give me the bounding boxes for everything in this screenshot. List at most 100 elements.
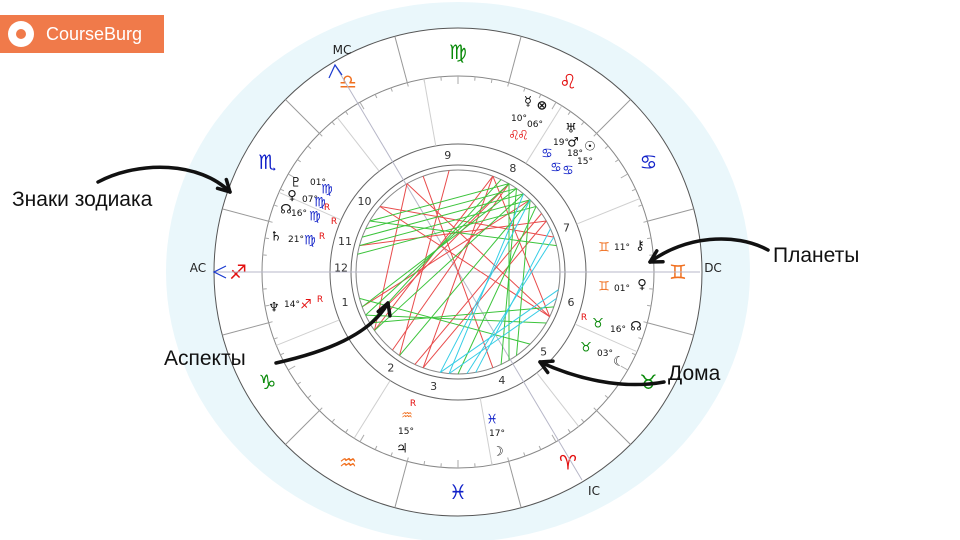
degree-tick bbox=[551, 102, 557, 110]
zodiac-sign-glyph: ♏ bbox=[259, 150, 277, 174]
degree-tick bbox=[297, 159, 302, 163]
degree-tick bbox=[390, 87, 393, 92]
degree-tick bbox=[406, 82, 409, 87]
zodiac-sign-glyph: ♓ bbox=[449, 480, 467, 504]
house-number: 2 bbox=[387, 361, 394, 374]
degree-tick bbox=[643, 321, 648, 324]
degree-tick bbox=[538, 445, 542, 450]
aspect-line bbox=[440, 289, 559, 373]
planet-label: 01° bbox=[614, 284, 630, 294]
planet-label: R bbox=[324, 203, 330, 213]
dc-label: DC bbox=[704, 261, 722, 275]
sign-divider bbox=[394, 461, 408, 508]
mc-label: MC bbox=[333, 43, 352, 57]
aspect-line bbox=[359, 199, 531, 247]
planet-label: ☉ bbox=[584, 140, 596, 155]
degree-tick bbox=[593, 133, 597, 137]
aspect-line bbox=[406, 183, 551, 318]
planet-label: ♇ bbox=[290, 176, 302, 191]
planet-label: 10° bbox=[511, 114, 527, 124]
aspect-line bbox=[365, 314, 547, 324]
planet-label: 06° bbox=[527, 120, 543, 130]
mc-arrow-icon bbox=[328, 63, 343, 79]
house-cusp bbox=[278, 191, 342, 221]
aspect-line bbox=[365, 187, 517, 230]
planet-label: ♐ bbox=[300, 298, 312, 313]
zodiac-callout-arrow bbox=[96, 165, 232, 194]
house-number: 3 bbox=[430, 380, 437, 393]
house-number: 10 bbox=[358, 195, 372, 208]
sign-divider bbox=[394, 36, 408, 83]
planet-label: ♒ bbox=[401, 409, 413, 424]
degree-tick bbox=[359, 102, 365, 110]
degree-tick bbox=[581, 418, 585, 423]
sign-divider bbox=[285, 99, 320, 134]
house-number: 7 bbox=[563, 222, 570, 235]
degree-tick bbox=[273, 337, 278, 340]
degree-tick bbox=[646, 237, 652, 240]
house-number: 1 bbox=[341, 296, 348, 309]
degree-tick bbox=[390, 452, 393, 457]
degree-tick bbox=[638, 204, 643, 207]
aspect-line bbox=[357, 205, 537, 255]
house-cusp bbox=[574, 323, 638, 353]
degree-tick bbox=[264, 304, 270, 307]
planet-label: ♉ bbox=[592, 317, 604, 332]
degree-tick bbox=[307, 395, 312, 399]
planet-label: ♍ bbox=[304, 234, 316, 249]
houses-label: Дома bbox=[668, 362, 721, 385]
aspect-line bbox=[448, 193, 525, 374]
planet-label: ♀ bbox=[287, 189, 297, 204]
degree-tick bbox=[288, 173, 296, 179]
zodiac-callout-arrow-head bbox=[215, 177, 232, 194]
degree-tick bbox=[359, 434, 365, 442]
planet-label: ♊ bbox=[598, 241, 610, 256]
house-cusp bbox=[276, 319, 340, 346]
degree-tick bbox=[614, 159, 619, 163]
degree-tick bbox=[638, 337, 643, 340]
planet-label: ☊ bbox=[630, 320, 642, 335]
aspect-line bbox=[414, 213, 542, 365]
aspect-line bbox=[374, 193, 524, 331]
planet-label: ♆ bbox=[268, 301, 280, 316]
house-cusp bbox=[536, 372, 580, 427]
house-cusp bbox=[525, 105, 563, 164]
planet-label: 18° bbox=[567, 149, 583, 159]
house-cusp bbox=[479, 397, 493, 466]
planet-label: ⚷ bbox=[635, 239, 645, 254]
degree-tick bbox=[507, 457, 510, 462]
zodiac-sign-glyph: ♌ bbox=[559, 69, 577, 93]
planet-label: 14° bbox=[284, 300, 300, 310]
degree-tick bbox=[319, 407, 323, 411]
degree-tick bbox=[631, 188, 636, 192]
ac-label: AC bbox=[190, 261, 206, 275]
aspect-line bbox=[457, 206, 537, 375]
degree-tick bbox=[523, 452, 526, 457]
planet-label: 19° bbox=[553, 138, 569, 148]
planet-label: ⊗ bbox=[537, 99, 548, 114]
planet-label: ♓ bbox=[486, 413, 498, 428]
aspect-line bbox=[448, 297, 557, 375]
aspect-line bbox=[369, 179, 502, 324]
ic-label: IC bbox=[588, 484, 600, 498]
house-number: 11 bbox=[338, 235, 352, 248]
sign-divider bbox=[647, 208, 694, 222]
aspect-line bbox=[369, 183, 510, 324]
planet-label: ♍ bbox=[309, 210, 321, 225]
planet-label: 17° bbox=[489, 429, 505, 439]
planet-label: R bbox=[317, 295, 323, 305]
aspects-label: Аспекты bbox=[164, 347, 246, 370]
degree-tick bbox=[538, 94, 542, 99]
house-cusp bbox=[423, 78, 437, 147]
aspect-line bbox=[361, 199, 531, 308]
zodiac-sign-glyph: ♍ bbox=[449, 40, 467, 64]
planet-label: ♄ bbox=[270, 230, 282, 245]
sign-divider bbox=[508, 461, 522, 508]
zodiac-sign-glyph: ♋ bbox=[640, 150, 658, 174]
degree-tick bbox=[264, 237, 270, 240]
house-number: 5 bbox=[540, 345, 547, 358]
degree-tick bbox=[620, 365, 628, 371]
planet-label: 01° bbox=[310, 178, 326, 188]
courseburg-logo[interactable]: CourseBurg bbox=[0, 15, 164, 53]
degree-tick bbox=[374, 445, 378, 450]
